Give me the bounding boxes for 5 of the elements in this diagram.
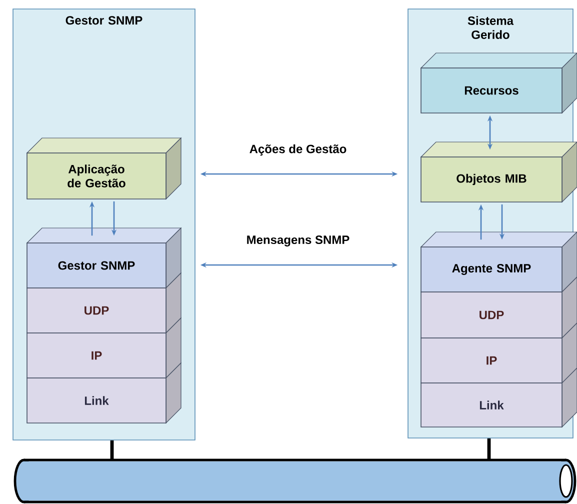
connector-line [487, 438, 491, 460]
edge-label: Mensagens SNMP [247, 236, 350, 246]
connector-line [110, 440, 114, 460]
network-cylinder [14, 458, 576, 504]
edge-label: Ações de Gestão [250, 144, 346, 156]
